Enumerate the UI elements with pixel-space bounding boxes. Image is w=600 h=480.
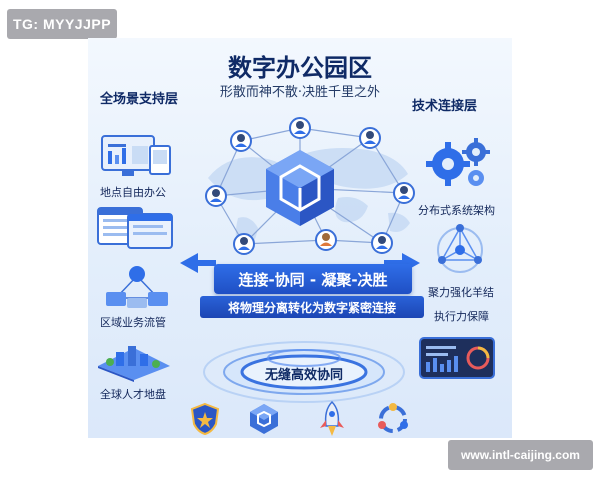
left-item-label: 全球人才地盘 bbox=[100, 388, 166, 401]
left-item-label: 地点自由办公 bbox=[100, 186, 166, 199]
person-node bbox=[315, 229, 337, 251]
right-column-heading: 技术连接层 bbox=[412, 99, 478, 114]
left-arrow-icon bbox=[180, 253, 216, 273]
poster: 数字办公园区 形散而神不散·决胜千里之外 全场景支持层 技术连接层 地点自由办公 bbox=[88, 38, 512, 438]
network-diagram bbox=[180, 117, 420, 403]
browser-windows-icon bbox=[96, 204, 176, 252]
sub-slogan-banner: 将物理分离转化为数字紧密连接 bbox=[200, 296, 424, 318]
person-node bbox=[359, 127, 381, 149]
dashboard-panel-icon bbox=[418, 336, 496, 380]
person-node bbox=[393, 182, 415, 204]
watermark-top-left: TG: MYYJJPP bbox=[7, 9, 117, 39]
platform-rings-icon bbox=[203, 341, 405, 403]
person-node bbox=[371, 232, 393, 254]
monitor-dashboard-icon bbox=[98, 134, 174, 180]
city-map-icon bbox=[94, 336, 174, 382]
rocket-icon bbox=[318, 400, 346, 438]
shield-icon bbox=[190, 402, 220, 436]
page-subtitle: 形散而神不散·决胜千里之外 bbox=[219, 85, 381, 100]
network-globe-icon bbox=[432, 222, 488, 278]
person-nodes bbox=[205, 117, 415, 255]
person-node bbox=[205, 185, 227, 207]
central-cube-icon bbox=[266, 150, 334, 226]
person-node bbox=[233, 233, 255, 255]
watermark-bottom-right: www.intl-caijing.com bbox=[448, 440, 593, 470]
main-slogan-banner: 连接-协同 - 凝聚-决胜 bbox=[214, 264, 412, 294]
right-item-label: 分布式系统架构 bbox=[418, 204, 495, 217]
gears-icon bbox=[424, 134, 496, 194]
left-item-label: 区域业务流管 bbox=[100, 316, 166, 329]
right-item-label: 聚力强化羊结 bbox=[428, 286, 494, 299]
person-node bbox=[230, 130, 252, 152]
cycle-icon bbox=[376, 402, 410, 436]
platform-label: 无缝高效协同 bbox=[264, 368, 343, 383]
right-item-label: 执行力保障 bbox=[434, 310, 489, 323]
left-column-heading: 全场景支持层 bbox=[100, 92, 179, 107]
cube-icon bbox=[248, 402, 280, 436]
network-nodes-icon bbox=[102, 262, 172, 312]
person-node bbox=[289, 117, 311, 139]
page-title: 数字办公园区 bbox=[228, 54, 372, 82]
